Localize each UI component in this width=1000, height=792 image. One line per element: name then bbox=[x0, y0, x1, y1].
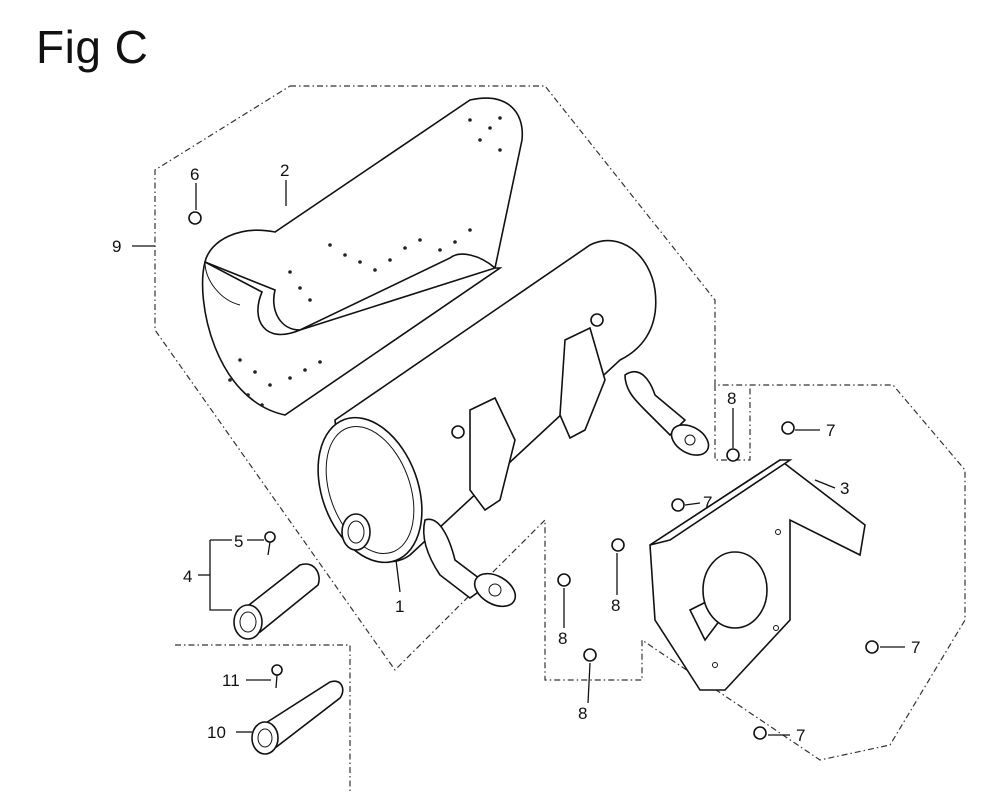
callout-7-right: 7 bbox=[911, 638, 920, 657]
callout-8-middle: 8 bbox=[558, 629, 567, 648]
muffler bbox=[317, 239, 710, 608]
callout-8-lower: 8 bbox=[578, 704, 587, 723]
callout-1: 1 bbox=[395, 597, 404, 616]
tail-pipe bbox=[251, 680, 344, 755]
assembly-group-outline bbox=[154, 85, 966, 761]
callout-7-top: 7 bbox=[826, 421, 835, 440]
leader-lines bbox=[132, 180, 905, 736]
figure-title: Fig C bbox=[36, 21, 149, 73]
callout-2: 2 bbox=[280, 161, 289, 180]
callout-9: 9 bbox=[112, 237, 121, 256]
muffler-group-inner-outline bbox=[714, 385, 751, 461]
callout-6: 6 bbox=[190, 165, 199, 184]
bolts bbox=[188, 211, 879, 740]
callout-7-bottom: 7 bbox=[796, 726, 805, 745]
callout-labels: 1 2 3 4 5 6 7 7 7 7 8 8 8 8 9 10 11 bbox=[112, 161, 920, 745]
callout-3: 3 bbox=[840, 479, 849, 498]
lower-kit-outline bbox=[175, 644, 351, 792]
callout-4: 4 bbox=[183, 567, 192, 586]
callout-11: 11 bbox=[222, 671, 240, 690]
spark-arrester bbox=[233, 563, 320, 640]
heat-shield bbox=[201, 97, 524, 416]
callout-8-upper: 8 bbox=[611, 596, 620, 615]
callout-7-middle: 7 bbox=[703, 493, 712, 512]
muffler-bracket bbox=[649, 459, 866, 691]
callout-5: 5 bbox=[234, 532, 243, 551]
callout-10: 10 bbox=[207, 723, 226, 742]
callout-8-top: 8 bbox=[727, 389, 736, 408]
